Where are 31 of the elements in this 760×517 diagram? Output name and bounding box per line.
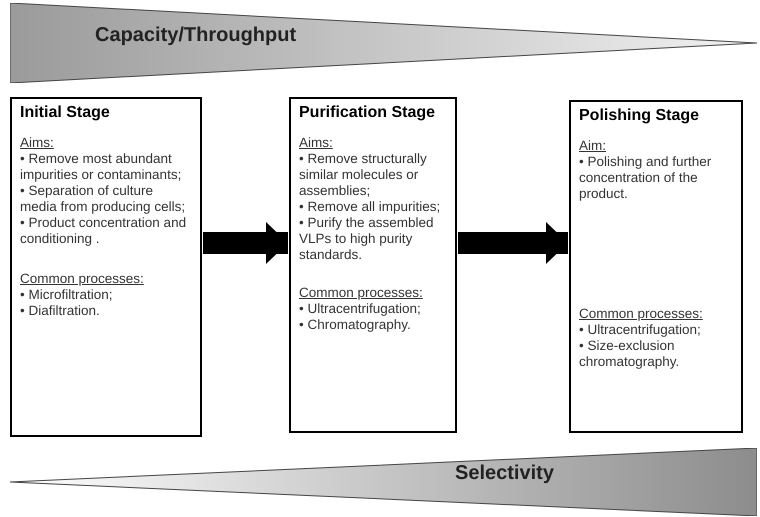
banner-label: Capacity/Throughput	[95, 24, 296, 47]
bullet-item: • Polishing and further concentration of the product.	[579, 154, 712, 202]
stage-box	[569, 100, 743, 433]
wedge-banner	[10, 3, 757, 83]
section-heading: Aim:	[579, 138, 607, 154]
bullet-item: • Product concentration and conditioning .	[20, 215, 188, 247]
stage-box	[10, 97, 202, 437]
bullet-item: • Microfiltration;	[20, 287, 114, 303]
banner-label: Selectivity	[455, 462, 554, 485]
wedge-banner	[10, 448, 757, 516]
bullet-item: • Remove most abundant impurities or contaminants;	[20, 151, 182, 183]
stage-title: Initial Stage	[20, 105, 111, 121]
bullet-item: • Ultracentrifugation;	[579, 322, 702, 338]
bullet-item: • Chromatography.	[299, 317, 412, 333]
stage-title: Purification Stage	[299, 105, 436, 121]
block-arrow	[458, 222, 568, 264]
bullet-item: • Size-exclusion chromatography.	[579, 338, 680, 370]
section-heading: Aims:	[20, 135, 55, 151]
block-arrow	[203, 222, 288, 264]
bullet-item: • Separation of culture media from producing cells;	[20, 183, 186, 215]
bullet-item: • Purify the assembled VLPs to high purity standards.	[299, 215, 435, 263]
stage-box	[289, 97, 457, 433]
stage-title: Polishing Stage	[579, 108, 700, 124]
bullet-item: • Remove structurally similar molecules or assemblies;	[299, 151, 428, 199]
bullet-item: • Ultracentrifugation;	[299, 301, 422, 317]
bullet-item: • Diafiltration.	[20, 303, 101, 319]
section-heading: Common processes:	[579, 306, 704, 322]
section-heading: Aims:	[299, 135, 334, 151]
bullet-item: • Remove all impurities;	[299, 199, 442, 215]
section-heading: Common processes:	[20, 271, 145, 287]
section-heading: Common processes:	[299, 285, 424, 301]
